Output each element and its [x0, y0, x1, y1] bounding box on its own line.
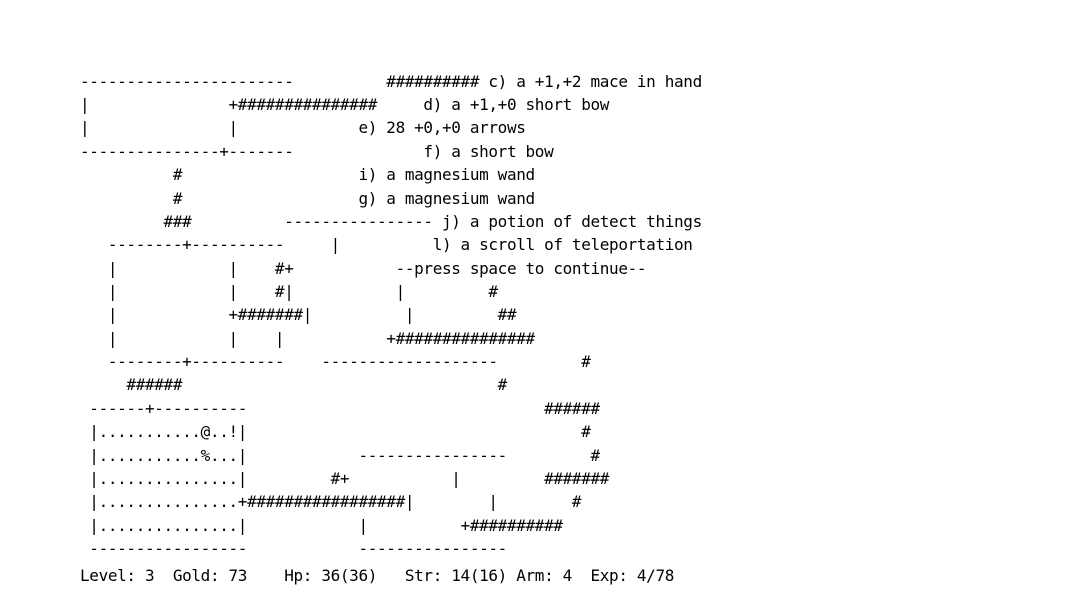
- map-row: ----------------------- ########## c) a …: [80, 72, 702, 91]
- map-row: |...............| #+ | #######: [80, 469, 610, 488]
- map-row: # i) a magnesium wand: [80, 165, 535, 184]
- map-row: | | e) 28 +0,+0 arrows: [80, 118, 526, 137]
- map-row: ----------------- ----------------: [80, 539, 507, 558]
- map-row: --------+---------- | l) a scroll of tel…: [80, 235, 693, 254]
- map-row: ---------------+------- f) a short bow: [80, 142, 554, 161]
- map-row: |...........%...| ---------------- #: [80, 446, 600, 465]
- map-row: | +############### d) a +1,+0 short bow: [80, 95, 610, 114]
- map-row: --------+---------- ------------------- …: [80, 352, 591, 371]
- map-row: |...............| | +##########: [80, 516, 563, 535]
- map-row: |...............+#################| | #: [80, 492, 582, 511]
- map-row: ------+---------- ######: [80, 399, 600, 418]
- status-line: Level: 3 Gold: 73 Hp: 36(36) Str: 14(16)…: [80, 566, 674, 585]
- map-row: | | #+ --press space to continue--: [80, 259, 647, 278]
- map-row: ### ---------------- j) a potion of dete…: [80, 212, 703, 231]
- map-row: # g) a magnesium wand: [80, 189, 535, 208]
- map-row: | | #| | #: [80, 282, 498, 301]
- map-row: ###### #: [80, 375, 507, 394]
- map-row: | | | +###############: [80, 329, 535, 348]
- map-row: |...........@..!| #: [80, 422, 591, 441]
- map-row: | +#######| | ##: [80, 305, 517, 324]
